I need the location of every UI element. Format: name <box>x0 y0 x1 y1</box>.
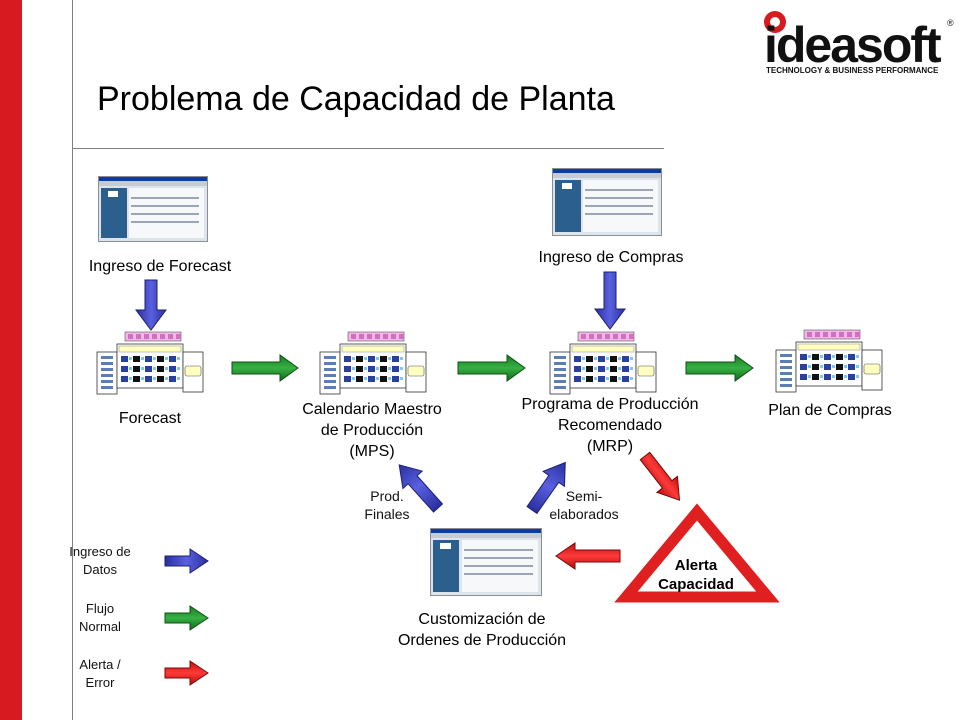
alert-trigger-arrow <box>639 451 681 501</box>
legend-flow-arrow <box>164 605 209 631</box>
purchases-data-icon <box>775 329 883 393</box>
forecast-data-icon <box>96 331 204 395</box>
vertical-divider <box>72 0 73 720</box>
legend-label-alert: Alerta /Error <box>79 657 121 690</box>
purchases-input-arrow <box>594 271 626 330</box>
legend-alert-arrow <box>164 660 209 686</box>
label-semielaborados: Semi-elaborados <box>549 488 619 522</box>
purchases-entry-screenshot <box>552 168 662 236</box>
left-accent-bar <box>0 0 22 720</box>
svg-text:®: ® <box>947 18 954 28</box>
label-prod-finales: Prod.Finales <box>364 488 410 522</box>
forecast-input-arrow <box>135 279 167 331</box>
title-underline <box>72 148 664 149</box>
capacity-alert-triangle <box>614 503 780 603</box>
forecast-entry-screenshot <box>98 176 208 242</box>
ideasoft-logo: ideasoft ® TECHNOLOGY & BUSINESS PERFORM… <box>764 11 954 75</box>
customization-screenshot <box>430 528 542 596</box>
label-ingreso-forecast: Ingreso de Forecast <box>88 258 232 275</box>
to-mrp-arrow <box>526 461 566 515</box>
label-forecast: Forecast <box>118 410 182 427</box>
flow-arrow-mps-to-mrp <box>457 354 526 382</box>
mrp-data-icon <box>549 331 657 395</box>
alert-to-customization-arrow <box>555 542 621 570</box>
to-mps-arrow <box>398 464 444 513</box>
flow-arrow-forecast-to-mps <box>231 354 299 382</box>
label-ingreso-compras: Ingreso de Compras <box>538 249 684 266</box>
logo-tagline: TECHNOLOGY & BUSINESS PERFORMANCE <box>766 66 939 75</box>
flow-arrow-mrp-to-purchases <box>685 354 754 382</box>
logo-wordmark: ideasoft <box>764 17 942 73</box>
mps-data-icon <box>319 331 427 395</box>
label-plan-compras: Plan de Compras <box>768 402 892 419</box>
legend-input-arrow <box>164 548 209 574</box>
page-title: Problema de Capacidad de Planta <box>97 80 615 118</box>
